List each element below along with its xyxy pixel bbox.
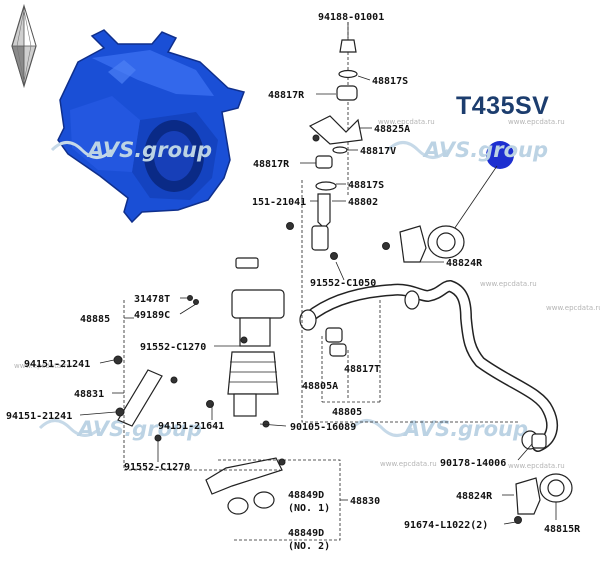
watermark-avs: AVS.group	[386, 138, 548, 162]
part-label: 31478T	[134, 294, 170, 305]
product-code: T435SV	[456, 92, 550, 120]
part-label: 151-21041	[252, 197, 306, 208]
watermark-site: www.epcdata.ru	[14, 362, 71, 370]
part-label: 48805	[332, 407, 362, 418]
link-stack-parts	[286, 22, 363, 260]
watermark-site: www.epcdata.ru	[508, 118, 565, 126]
watermark-site: www.epcdata.ru	[378, 118, 435, 126]
watermark-site: www.epcdata.ru	[480, 280, 537, 288]
reference-frame	[301, 180, 520, 423]
watermark-avs: AVS.group	[38, 417, 202, 441]
svg-text:AVS.group: AVS.group	[422, 138, 548, 162]
part-label: 48849D	[288, 528, 324, 539]
part-label: 48849D	[288, 490, 324, 501]
part-label: 91552-C1270	[140, 342, 206, 353]
part-label: 94151-21241	[24, 359, 90, 370]
part-label: 91552-C1270	[124, 462, 190, 473]
bushing-product-image	[57, 29, 245, 224]
part-label: 48830	[350, 496, 380, 507]
svg-text:AVS.group: AVS.group	[402, 417, 528, 441]
part-label: 48817S	[372, 76, 408, 87]
marker-dot	[486, 141, 514, 169]
part-label: 48824R	[446, 258, 483, 269]
watermark-site: www.epcdata.ru	[546, 304, 600, 312]
svg-text:AVS.group: AVS.group	[86, 138, 212, 162]
bushing-bracket-bottom	[514, 433, 573, 524]
watermark-avs: AVS.group	[50, 138, 212, 162]
stabilizer-bar	[299, 279, 559, 452]
part-label: 48817S	[348, 180, 384, 191]
part-label: 48805A	[302, 381, 338, 392]
svg-text:AVS.group: AVS.group	[76, 417, 202, 441]
part-label: 48815R	[544, 524, 581, 535]
part-label: 48817R	[268, 90, 305, 101]
part-label: 48817R	[253, 159, 290, 170]
part-label: 48802	[348, 197, 378, 208]
part-labels: 94188-01001 48817S 48817R 48825A 48817V …	[6, 12, 581, 552]
lower-link-48830	[205, 420, 286, 515]
part-label: 94151-21241	[6, 411, 72, 422]
brand-logo	[11, 3, 37, 89]
part-label: 48824R	[456, 491, 493, 502]
reference-frame	[123, 300, 280, 471]
watermark-site: www.epcdata.ru	[508, 462, 565, 470]
part-label: 48817V	[360, 146, 396, 157]
part-label: 90105-16089	[290, 422, 356, 433]
part-label: 48825A	[374, 124, 410, 135]
link-48805	[321, 300, 381, 403]
watermark-avs: AVS.group	[350, 417, 528, 441]
part-label: 91552-C1050	[310, 278, 376, 289]
part-label: 91674-L1022(2)	[404, 520, 488, 531]
part-label: 49189C	[134, 310, 170, 321]
part-label: 48885	[80, 314, 110, 325]
part-label: 90178-14006	[440, 458, 506, 469]
part-label: 94151-21641	[158, 421, 224, 432]
part-label: (NO. 2)	[288, 541, 330, 552]
arm-48831	[113, 355, 163, 442]
bushing-bracket-top	[382, 225, 465, 263]
part-label: 94188-01001	[318, 12, 384, 23]
leader-lines	[79, 22, 557, 525]
part-label: 48817T	[344, 364, 380, 375]
part-label: 48831	[74, 389, 104, 400]
part-label: (NO. 1)	[288, 503, 330, 514]
shock-absorber	[170, 257, 285, 417]
watermark-site: www.epcdata.ru	[380, 460, 437, 468]
